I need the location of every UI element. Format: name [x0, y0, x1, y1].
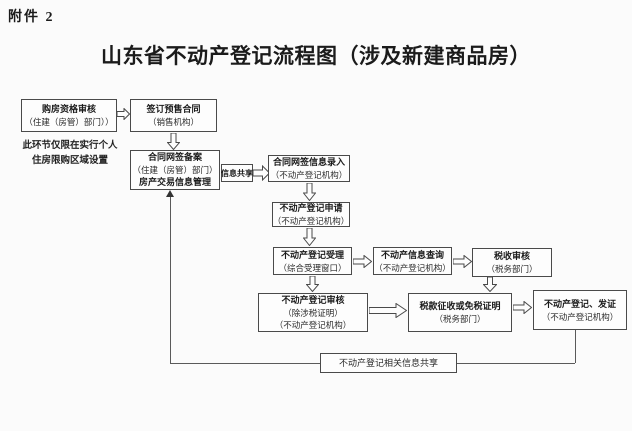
flow-arrow-down-icon [303, 183, 316, 201]
flow-arrow-right-icon [117, 108, 130, 120]
restriction-note-line2: 住房限购区域设置 [31, 156, 108, 166]
flow-arrow-down-icon [303, 228, 316, 246]
flow-arrow-right-icon [453, 255, 472, 268]
box-title: 购房资格审核 [41, 104, 96, 114]
box-registration-acceptance: 不动产登记受理 （综合受理窗口） [273, 247, 352, 275]
page-title: 山东省不动产登记流程图（涉及新建商品房） [101, 44, 531, 68]
box-title: 不动产登记申请 [279, 203, 343, 213]
box-title: 合同网签信息录入 [272, 157, 345, 167]
box-title: 税款征收或免税证明 [419, 301, 501, 311]
feedback-line-vertical-left [170, 196, 171, 363]
box-title: 合同网签备案 [147, 152, 202, 162]
box-subtitle: （住建（房管）部门）） [24, 117, 114, 127]
box-subtitle: （综合受理窗口） [278, 262, 347, 273]
feedback-line-vertical-right [575, 330, 576, 363]
box-contract-info-entry: 合同网签信息录入 （不动产登记机构） [268, 155, 350, 182]
flow-arrow-right-icon [513, 301, 532, 314]
box-shared-information: 不动产登记相关信息共享 [320, 353, 457, 373]
feedback-line-horizontal-right [457, 363, 575, 364]
box-contract-filing: 合同网签备案 （住建（房管）部门） 房产交易信息管理 [130, 150, 220, 190]
box-title: 不动产登记、发证 [543, 298, 616, 309]
info-share-label: 信息共享 [221, 164, 253, 182]
flow-arrow-right-icon [253, 165, 270, 181]
flow-arrow-down-icon [483, 277, 497, 292]
box-subtitle: （税务部门） [486, 264, 538, 274]
box-subtitle: （销售机构） [147, 117, 199, 127]
box-title: 签订预售合同 [146, 104, 201, 114]
box-subtitle: （住建（房管）部门） [132, 165, 218, 175]
box-subtitle: （不动产登记机构） [272, 216, 350, 226]
box-presale-contract: 签订预售合同 （销售机构） [130, 99, 217, 132]
box-property-info-query: 不动产信息查询 （不动产登记机构） [373, 247, 452, 275]
box-tax-collection: 税款征收或免税证明 （税务部门） [408, 293, 512, 332]
box-subtitle: （不动产登记机构） [541, 311, 619, 322]
box-title: 税收审核 [493, 251, 530, 261]
restriction-note-line1: 此环节仅限在实行个人 [22, 141, 118, 151]
box-title: 不动产登记相关信息共享 [338, 358, 438, 368]
flow-arrow-right-icon [353, 255, 372, 268]
flow-arrow-down-icon [306, 276, 319, 292]
box-subtitle: （不动产登记机构） [270, 170, 348, 180]
box-line3: 房产交易信息管理 [138, 177, 211, 187]
flow-arrow-right-icon [369, 303, 407, 318]
box-title: 不动产登记受理 [280, 249, 344, 260]
box-tax-review: 税收审核 （税务部门） [472, 248, 552, 277]
box-subtitle: （税务部门） [434, 314, 486, 324]
feedback-arrowhead-up-icon [166, 190, 174, 197]
flow-arrow-down-icon [167, 133, 180, 150]
restriction-note: 此环节仅限在实行个人 住房限购区域设置 [16, 139, 124, 169]
box-subtitle: （除涉税证明） [283, 308, 343, 318]
box-registration-review: 不动产登记审核 （除涉税证明） （不动产登记机构） [258, 293, 368, 332]
box-line3: （不动产登记机构） [274, 320, 352, 330]
box-purchase-qualification: 购房资格审核 （住建（房管）部门）） [21, 99, 117, 132]
box-subtitle: （不动产登记机构） [374, 262, 451, 273]
feedback-line-horizontal-left [170, 363, 320, 364]
box-registration-certificate: 不动产登记、发证 （不动产登记机构） [533, 290, 627, 330]
box-title: 不动产登记审核 [281, 295, 345, 305]
attachment-label: 附件 2 [8, 10, 55, 25]
box-registration-application: 不动产登记申请 （不动产登记机构） [272, 202, 350, 227]
box-title: 不动产信息查询 [380, 249, 444, 260]
